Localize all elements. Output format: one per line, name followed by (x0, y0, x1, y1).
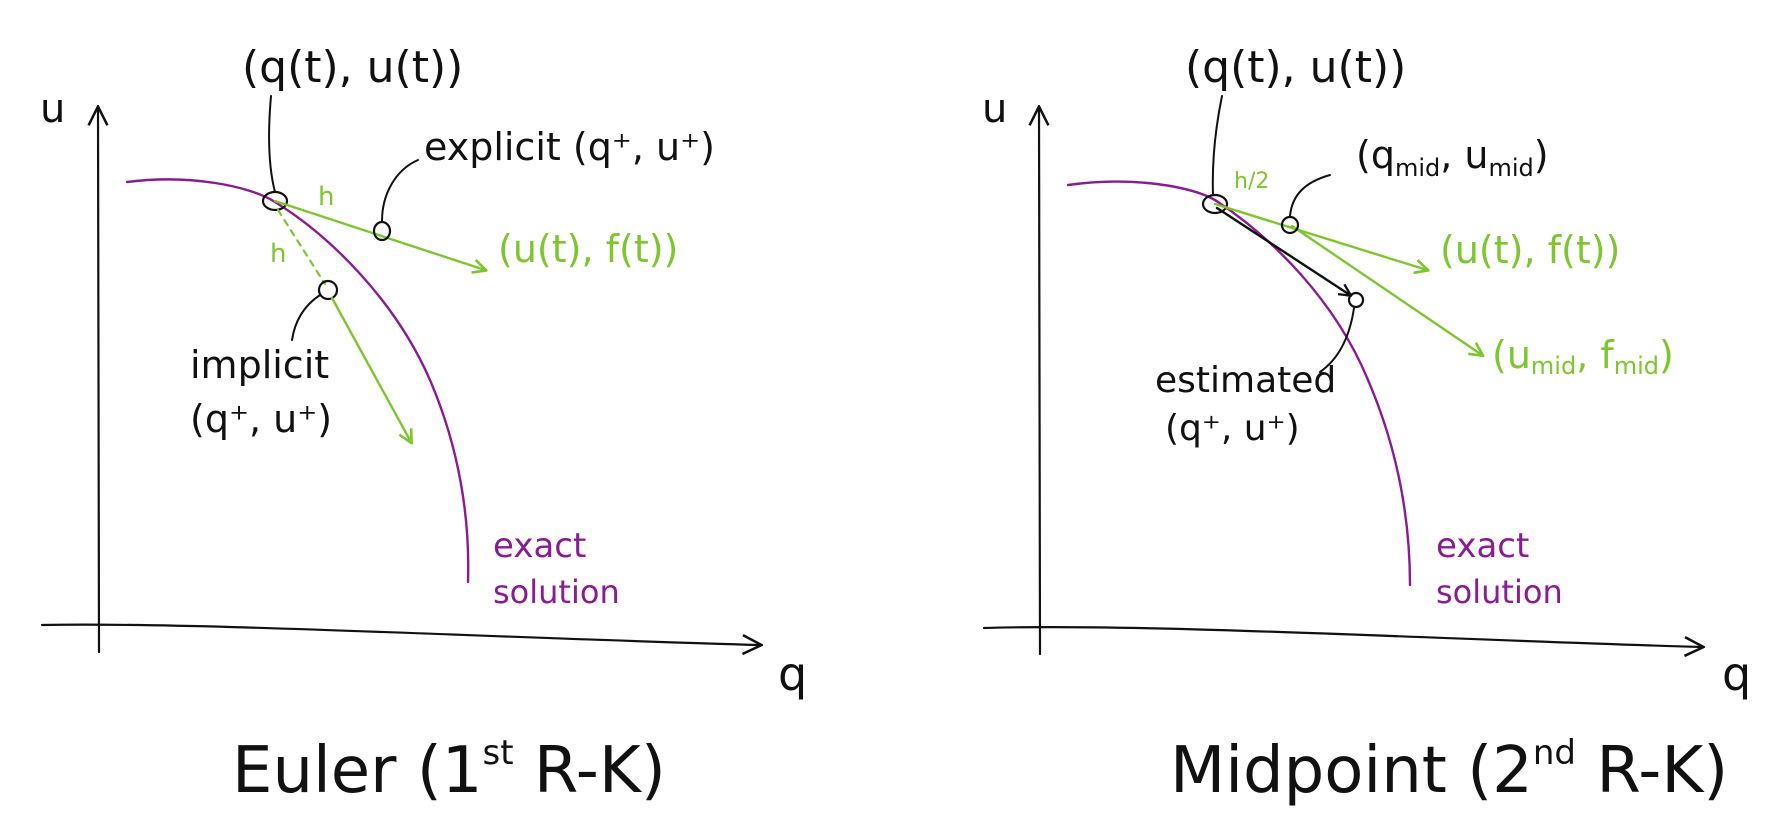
midpoint-mid-point-marker (1280, 215, 1300, 235)
euler-tangent-label: (u(t), f(t)) (498, 227, 678, 271)
midpoint-mid-slope-sub-u: mid (1531, 352, 1576, 380)
midpoint-tangent-arrow (1213, 202, 1427, 270)
euler-current-point-label: (q(t), u(t)) (242, 42, 463, 93)
midpoint-mid-slope-sep: , f (1576, 333, 1615, 377)
euler-implicit-point-marker (317, 279, 339, 301)
midpoint-x-axis (982, 626, 1702, 647)
euler-implicit-dashed-step (276, 208, 327, 286)
euler-title-main: Euler (1 (232, 734, 483, 808)
midpoint-current-point-marker (1201, 193, 1229, 215)
euler-current-point-leader (268, 95, 276, 193)
midpoint-current-point-leader (1211, 95, 1223, 196)
euler-y-axis (98, 108, 99, 654)
euler-x-axis (40, 623, 760, 645)
midpoint-mid-point-sub-q: mid (1395, 154, 1440, 182)
svg-text:Euler (1st R-K): Euler (1st R-K) (232, 733, 666, 808)
euler-panel: u q exact solution (q(t), u(t)) h explic… (40, 42, 807, 808)
midpoint-y-axis-label: u (982, 86, 1007, 132)
svg-text:Midpoint (2nd R-K): Midpoint (2nd R-K) (1170, 733, 1728, 808)
euler-title: Euler (1st R-K) (232, 733, 666, 808)
midpoint-mid-point-open: (q (1356, 133, 1395, 177)
midpoint-mid-slope-arrow (1290, 224, 1482, 355)
midpoint-panel: u q exact solution (q(t), u(t)) h/2 (qmi… (982, 42, 1751, 808)
euler-solution-label: solution (493, 573, 620, 611)
midpoint-estimated-point-marker (1347, 291, 1365, 309)
euler-implicit-label: implicit (190, 343, 329, 387)
euler-y-axis-label: u (40, 86, 65, 132)
euler-explicit-leader (381, 159, 419, 222)
euler-implicit-slope-arrow (330, 296, 411, 442)
midpoint-mid-point-label: (qmid, umid) (1356, 133, 1549, 182)
midpoint-current-point-label: (q(t), u(t)) (1185, 42, 1406, 93)
midpoint-title-main: Midpoint (2 (1170, 734, 1533, 808)
euler-explicit-step-arrow (273, 199, 485, 270)
midpoint-exact-label: exact (1436, 526, 1529, 566)
midpoint-exact-solution-curve (1066, 180, 1412, 587)
midpoint-estimated-step-arrow (1215, 206, 1350, 295)
midpoint-mid-slope-label: (umid, fmid) (1492, 333, 1674, 380)
midpoint-tangent-label: (u(t), f(t)) (1440, 228, 1620, 272)
euler-exact-label: exact (493, 526, 586, 566)
euler-title-tail: R-K) (514, 734, 666, 808)
midpoint-title-tail: R-K) (1576, 734, 1728, 808)
midpoint-mid-point-close: ) (1534, 133, 1549, 177)
euler-exact-solution-curve (125, 178, 470, 584)
midpoint-half-step-label: h/2 (1234, 169, 1269, 194)
midpoint-estimated-values: (q⁺, u⁺) (1165, 408, 1300, 449)
midpoint-mid-slope-open: (u (1492, 333, 1531, 377)
euler-step-h-upper: h (318, 182, 334, 212)
euler-explicit-label: explicit (q⁺, u⁺) (424, 125, 715, 169)
midpoint-estimated-leader (1319, 307, 1355, 373)
midpoint-mid-point-sub-u: mid (1488, 154, 1533, 182)
midpoint-mid-slope-close: ) (1659, 333, 1674, 377)
midpoint-estimated-label: estimated (1155, 360, 1336, 401)
midpoint-title: Midpoint (2nd R-K) (1170, 733, 1728, 808)
euler-implicit-values: (q⁺, u⁺) (190, 397, 332, 441)
midpoint-x-axis-label: q (1722, 647, 1751, 701)
euler-step-h-lower: h (270, 239, 286, 269)
euler-x-axis-label: q (778, 647, 807, 701)
midpoint-mid-point-sep: , u (1440, 133, 1488, 177)
euler-implicit-leader (291, 294, 321, 341)
midpoint-mid-slope-sub-f: mid (1614, 352, 1659, 380)
midpoint-solution-label: solution (1436, 573, 1563, 611)
midpoint-title-sup: nd (1533, 733, 1576, 773)
midpoint-mid-point-leader (1289, 174, 1331, 217)
midpoint-y-axis (1039, 108, 1040, 656)
euler-title-sup: st (483, 733, 514, 773)
